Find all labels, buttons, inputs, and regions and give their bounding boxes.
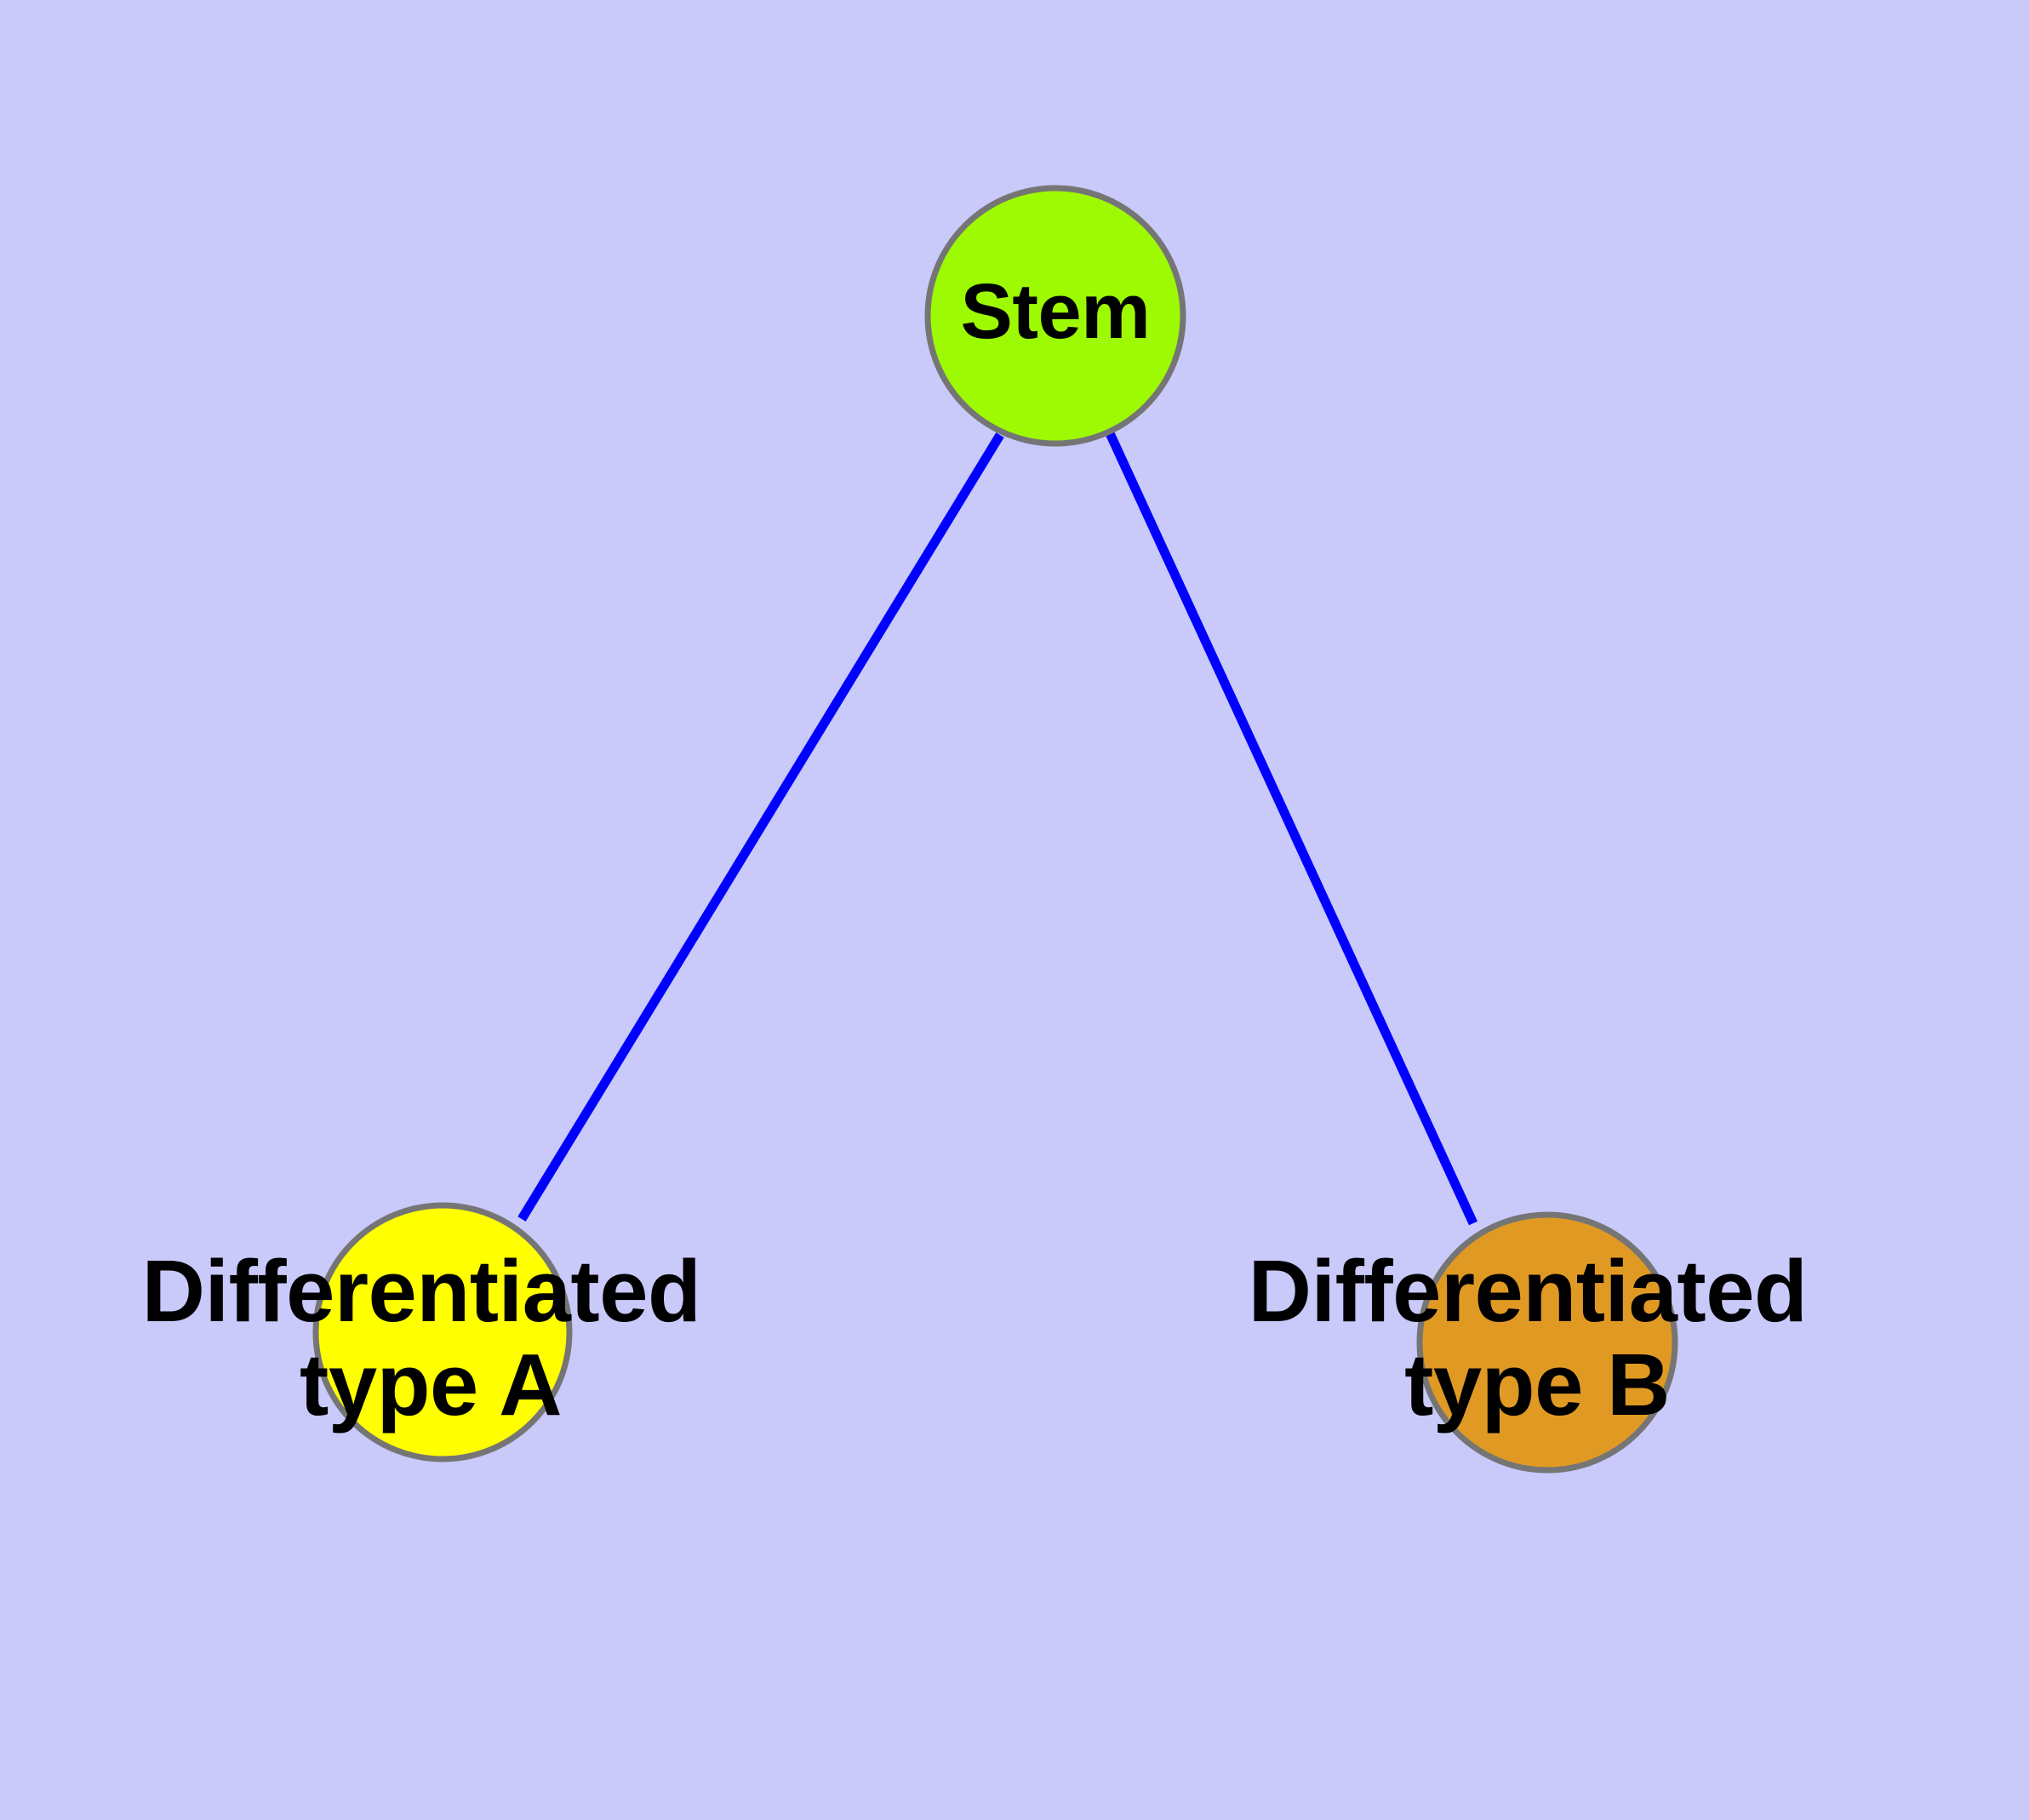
edge-layer	[517, 431, 1477, 1226]
node-differentiated-type-a[interactable]	[312, 1202, 573, 1462]
node-differentiated-type-b[interactable]	[1416, 1211, 1678, 1474]
edge-stem-to-differentiated-type-a[interactable]	[517, 432, 1004, 1222]
node-stem[interactable]	[924, 185, 1186, 447]
node-layer	[312, 185, 1678, 1474]
edge-stem-to-differentiated-type-b[interactable]	[1106, 431, 1477, 1226]
